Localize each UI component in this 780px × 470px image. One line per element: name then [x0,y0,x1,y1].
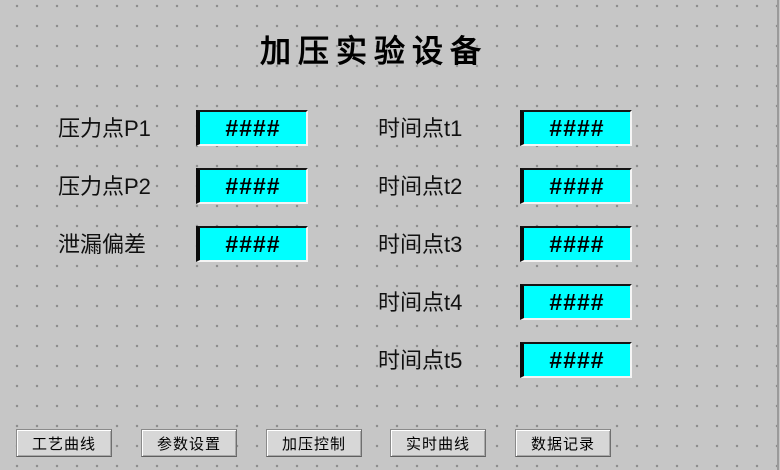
leak-deviation-label: 泄漏偏差 [58,232,147,257]
process-curve-button[interactable]: 工艺曲线 [16,429,112,457]
pressure-p1-label: 压力点P1 [58,116,151,141]
time-t5-field[interactable]: #### [520,342,632,378]
leak-deviation-value: #### [225,230,281,257]
leak-deviation-field[interactable]: #### [196,226,308,262]
window-right-edge [777,0,779,470]
parameter-settings-button[interactable]: 参数设置 [141,429,237,457]
time-t4-field[interactable]: #### [520,284,632,320]
time-t1-field[interactable]: #### [520,110,632,146]
page-title: 加压实验设备 [260,34,488,69]
time-t3-field[interactable]: #### [520,226,632,262]
time-t2-field[interactable]: #### [520,168,632,204]
pressure-p2-label: 压力点P2 [58,174,151,199]
pressure-p1-value: #### [225,114,281,141]
pressure-p2-value: #### [225,172,281,199]
time-t2-label: 时间点t2 [378,174,463,199]
time-t1-label: 时间点t1 [378,116,463,141]
time-t5-value: #### [549,346,605,373]
pressure-p2-field[interactable]: #### [196,168,308,204]
time-t5-label: 时间点t5 [378,348,463,373]
time-t4-value: #### [549,288,605,315]
pressure-control-button[interactable]: 加压控制 [266,429,362,457]
realtime-curve-button[interactable]: 实时曲线 [390,429,486,457]
time-t4-label: 时间点t4 [378,290,463,315]
time-t3-label: 时间点t3 [378,232,463,257]
time-t2-value: #### [549,172,605,199]
data-record-button[interactable]: 数据记录 [515,429,611,457]
time-t3-value: #### [549,230,605,257]
time-t1-value: #### [549,114,605,141]
pressure-p1-field[interactable]: #### [196,110,308,146]
